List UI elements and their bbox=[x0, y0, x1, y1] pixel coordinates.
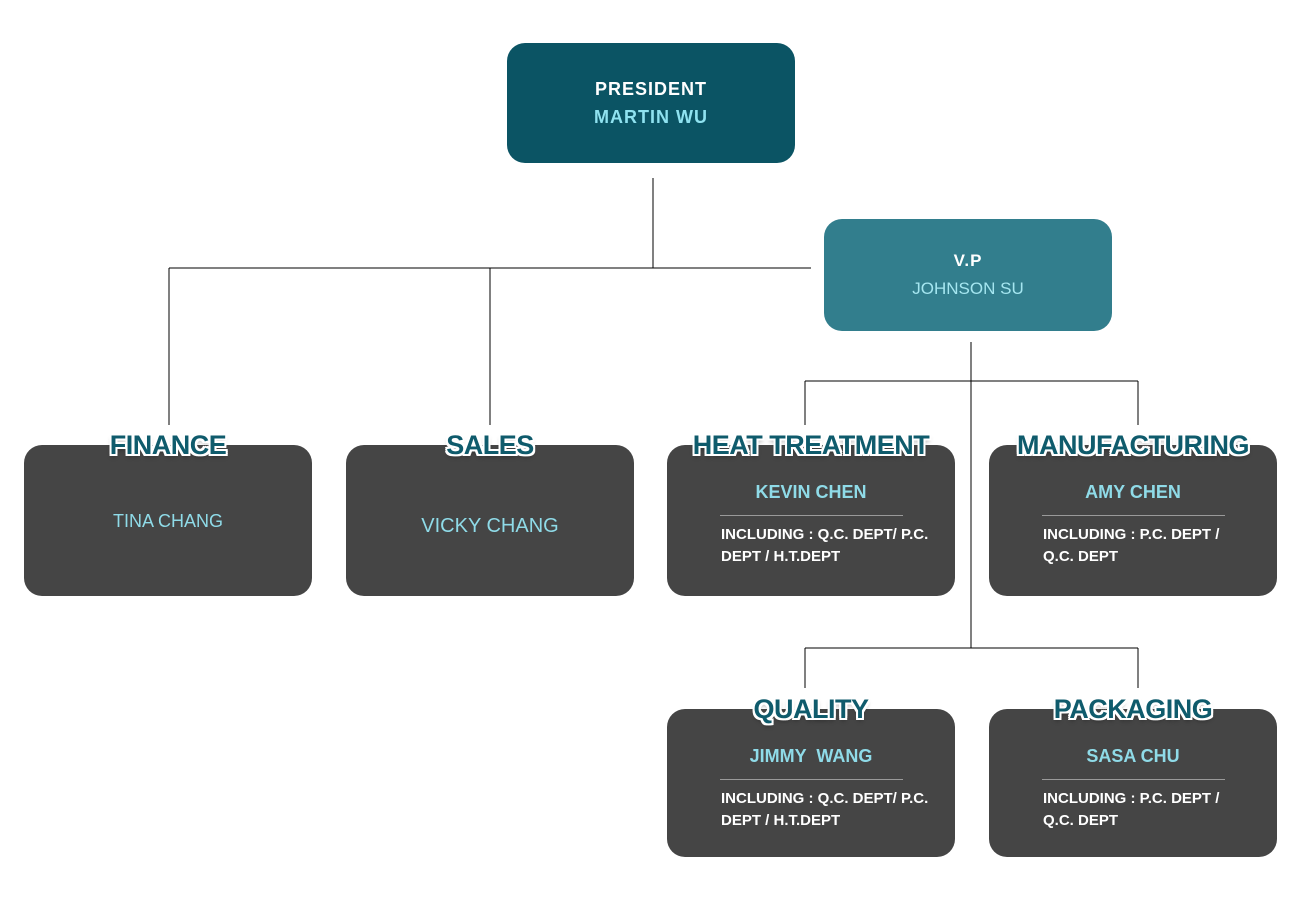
dept-title: HEAT TREATMENT bbox=[692, 430, 930, 460]
dept-finance: FINANCE TINA CHANG bbox=[24, 430, 312, 596]
dept-title: FINANCE bbox=[109, 430, 227, 460]
vp-name: JOHNSON SU bbox=[912, 279, 1024, 298]
vp-box: V.P JOHNSON SU bbox=[824, 219, 1112, 331]
dept-head: TINA CHANG bbox=[112, 511, 223, 531]
dept-title: PACKAGING bbox=[1053, 694, 1213, 724]
dept-head: AMY CHEN bbox=[1085, 482, 1181, 502]
dept-divider bbox=[720, 515, 903, 516]
dept-divider bbox=[1042, 515, 1225, 516]
dept-divider bbox=[1042, 779, 1225, 780]
dept-packaging: PACKAGING SASA CHU INCLUDING : P.C. DEPT… bbox=[989, 694, 1277, 857]
dept-head: VICKY CHANG bbox=[421, 515, 559, 537]
vp-role: V.P bbox=[953, 251, 983, 270]
dept-scope: INCLUDING : P.C. DEPT / Q.C. DEPT bbox=[1043, 790, 1220, 829]
president-role: PRESIDENT bbox=[594, 79, 708, 99]
dept-divider bbox=[720, 779, 903, 780]
president-name: MARTIN WU bbox=[594, 107, 708, 127]
president-box: PRESIDENT MARTIN WU bbox=[507, 43, 795, 163]
dept-manufacturing: MANUFACTURING AMY CHEN INCLUDING : P.C. … bbox=[989, 430, 1277, 596]
dept-scope: INCLUDING : Q.C. DEPT/ P.C. DEPT / H.T.D… bbox=[721, 790, 929, 829]
dept-title: MANUFACTURING bbox=[1017, 430, 1249, 460]
dept-quality: QUALITY JIMMY WANG INCLUDING : Q.C. DEPT… bbox=[667, 694, 955, 857]
dept-head: KEVIN CHEN bbox=[755, 482, 867, 502]
dept-scope: INCLUDING : Q.C. DEPT/ P.C. DEPT / H.T.D… bbox=[721, 526, 929, 565]
dept-head: SASA CHU bbox=[1086, 746, 1180, 766]
dept-scope: INCLUDING : P.C. DEPT / Q.C. DEPT bbox=[1043, 526, 1220, 565]
dept-title: QUALITY bbox=[753, 694, 870, 724]
dept-sales: SALES VICKY CHANG bbox=[346, 430, 634, 596]
dept-title: SALES bbox=[446, 430, 534, 460]
dept-heat-treatment: HEAT TREATMENT KEVIN CHEN INCLUDING : Q.… bbox=[667, 430, 955, 596]
dept-head: JIMMY WANG bbox=[749, 746, 873, 766]
